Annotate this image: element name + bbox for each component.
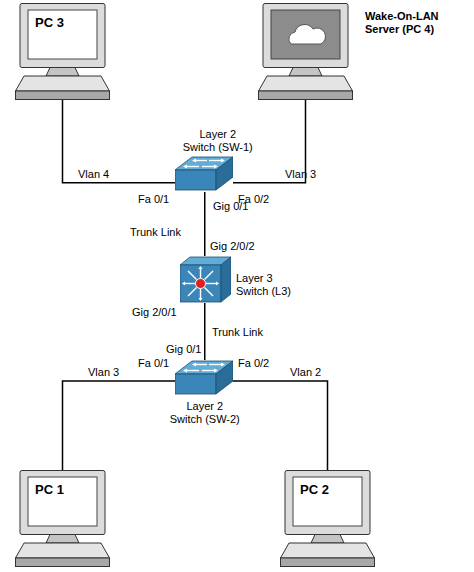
port-label: Gig 2/0/2 xyxy=(210,240,255,253)
link-label: Vlan 3 xyxy=(88,366,119,379)
link-label: Vlan 3 xyxy=(285,168,316,181)
pc-node: PC 3 xyxy=(15,3,110,100)
layer3-switch-icon xyxy=(180,257,231,302)
network-link xyxy=(204,303,206,360)
server-icon xyxy=(259,4,353,100)
pc-screen xyxy=(28,10,97,59)
pc-icon xyxy=(16,471,110,567)
port-label: Fa 0/1 xyxy=(138,193,169,206)
link-label: Trunk Link xyxy=(212,326,263,339)
link-label: Vlan 2 xyxy=(290,366,321,379)
device-label: Layer 2 Switch (SW-1) xyxy=(182,128,254,154)
port-label: Gig 2/0/1 xyxy=(132,306,177,319)
layer2-switch-icon xyxy=(175,157,233,190)
port-label: Fa 0/2 xyxy=(238,357,269,370)
pc-screen xyxy=(293,477,362,526)
link-label: Trunk Link xyxy=(130,226,181,239)
network-link xyxy=(233,381,328,470)
device-label: PC 1 xyxy=(35,482,95,497)
switch-node: Layer 2 Switch (SW-2) xyxy=(175,360,233,396)
port-label: Gig 0/1 xyxy=(166,343,201,356)
pc-icon xyxy=(16,4,110,100)
pc-node: PC 1 xyxy=(15,470,110,567)
server-node: Wake-On-LAN Server (PC 4) xyxy=(258,3,353,100)
switch-node: Layer 3 Switch (L3) xyxy=(180,256,231,303)
cloud-symbol xyxy=(289,25,326,44)
network-link xyxy=(204,192,206,256)
port-label: Fa 0/1 xyxy=(138,357,169,370)
switch-node: Layer 2 Switch (SW-1) xyxy=(175,156,233,192)
layer2-switch-icon xyxy=(175,361,233,394)
pc-icon xyxy=(281,471,375,567)
device-label: PC 3 xyxy=(35,15,95,30)
network-link xyxy=(63,100,176,183)
server-screen xyxy=(271,10,340,59)
pc-screen xyxy=(28,477,97,526)
device-label: Wake-On-LAN Server (PC 4) xyxy=(365,10,445,36)
link-label: Vlan 4 xyxy=(78,168,109,181)
device-label: PC 2 xyxy=(300,482,360,497)
port-label: Gig 0/1 xyxy=(213,200,248,213)
device-label: Layer 2 Switch (SW-2) xyxy=(169,400,241,426)
device-label: Layer 3 Switch (L3) xyxy=(236,272,298,298)
pc-node: PC 2 xyxy=(280,470,375,567)
network-link xyxy=(63,381,176,470)
